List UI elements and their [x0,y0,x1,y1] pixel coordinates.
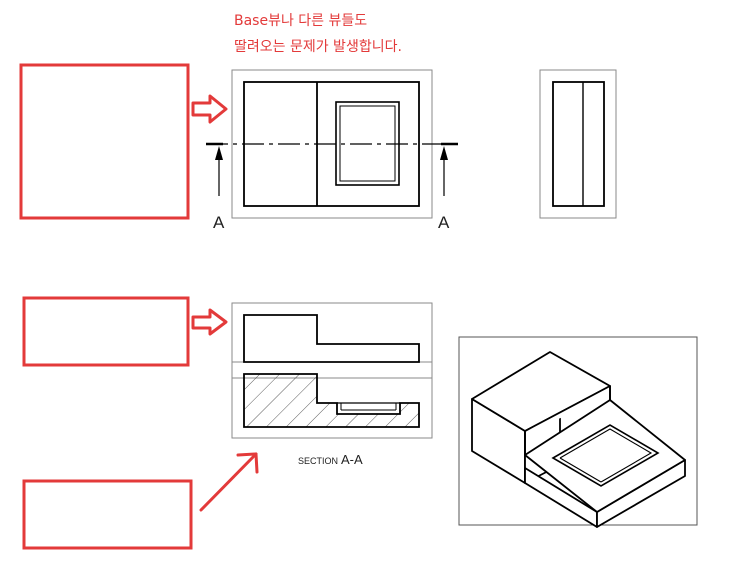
isometric-pocket [551,424,660,487]
top-view-frame [231,302,433,439]
section-title-prefix: SECTION [298,456,338,466]
annotation-line-2: 딸려오는 문제가 발생합니다. [234,39,402,55]
side-view-frame [539,69,617,219]
isometric-view-frame [458,336,698,526]
section-mark-right: A [438,213,450,232]
section-arrow-left [215,146,223,160]
top-view-profile [243,314,420,363]
top-and-section-view [231,302,433,439]
callout-box-1 [19,63,190,220]
side-view [539,69,617,219]
callout-pointer-arrow [199,452,259,512]
callout-arrow-2 [191,308,228,336]
section-view-hatch [243,373,420,428]
annotation-line-1: Base뷰나 다른 뷰들도 [234,13,368,29]
callout-box-3 [22,479,193,550]
section-title-name: A-A [341,452,363,467]
section-arrow-right [440,146,448,160]
callout-arrow-1 [191,94,228,124]
front-view [206,69,458,219]
isometric-view [458,336,698,528]
callout-box-2 [22,296,190,367]
annotation-text: Base뷰나 다른 뷰들도 딸려오는 문제가 발생합니다. [234,8,402,60]
section-mark-left: A [213,213,225,232]
